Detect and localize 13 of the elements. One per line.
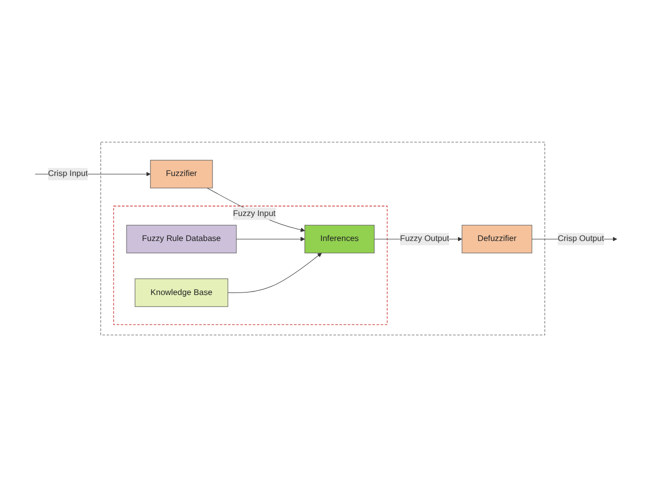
edge-label: Crisp Output	[558, 234, 604, 244]
cluster	[100, 142, 546, 336]
edge-label: Fuzzy Input	[232, 209, 276, 218]
node-box: Defuzzifier	[462, 225, 532, 254]
node-box: Knowledge Base	[134, 278, 228, 308]
arrow	[236, 237, 305, 242]
edge-label: Fuzzy Output	[400, 234, 450, 244]
arrow	[228, 253, 322, 294]
node-box: Fuzzifier	[150, 160, 213, 189]
node-box: Inferences	[304, 225, 375, 254]
edge-label: Crisp Input	[48, 170, 88, 179]
node-box: Fuzzy Rule Database	[126, 225, 237, 254]
arrow	[206, 188, 305, 232]
